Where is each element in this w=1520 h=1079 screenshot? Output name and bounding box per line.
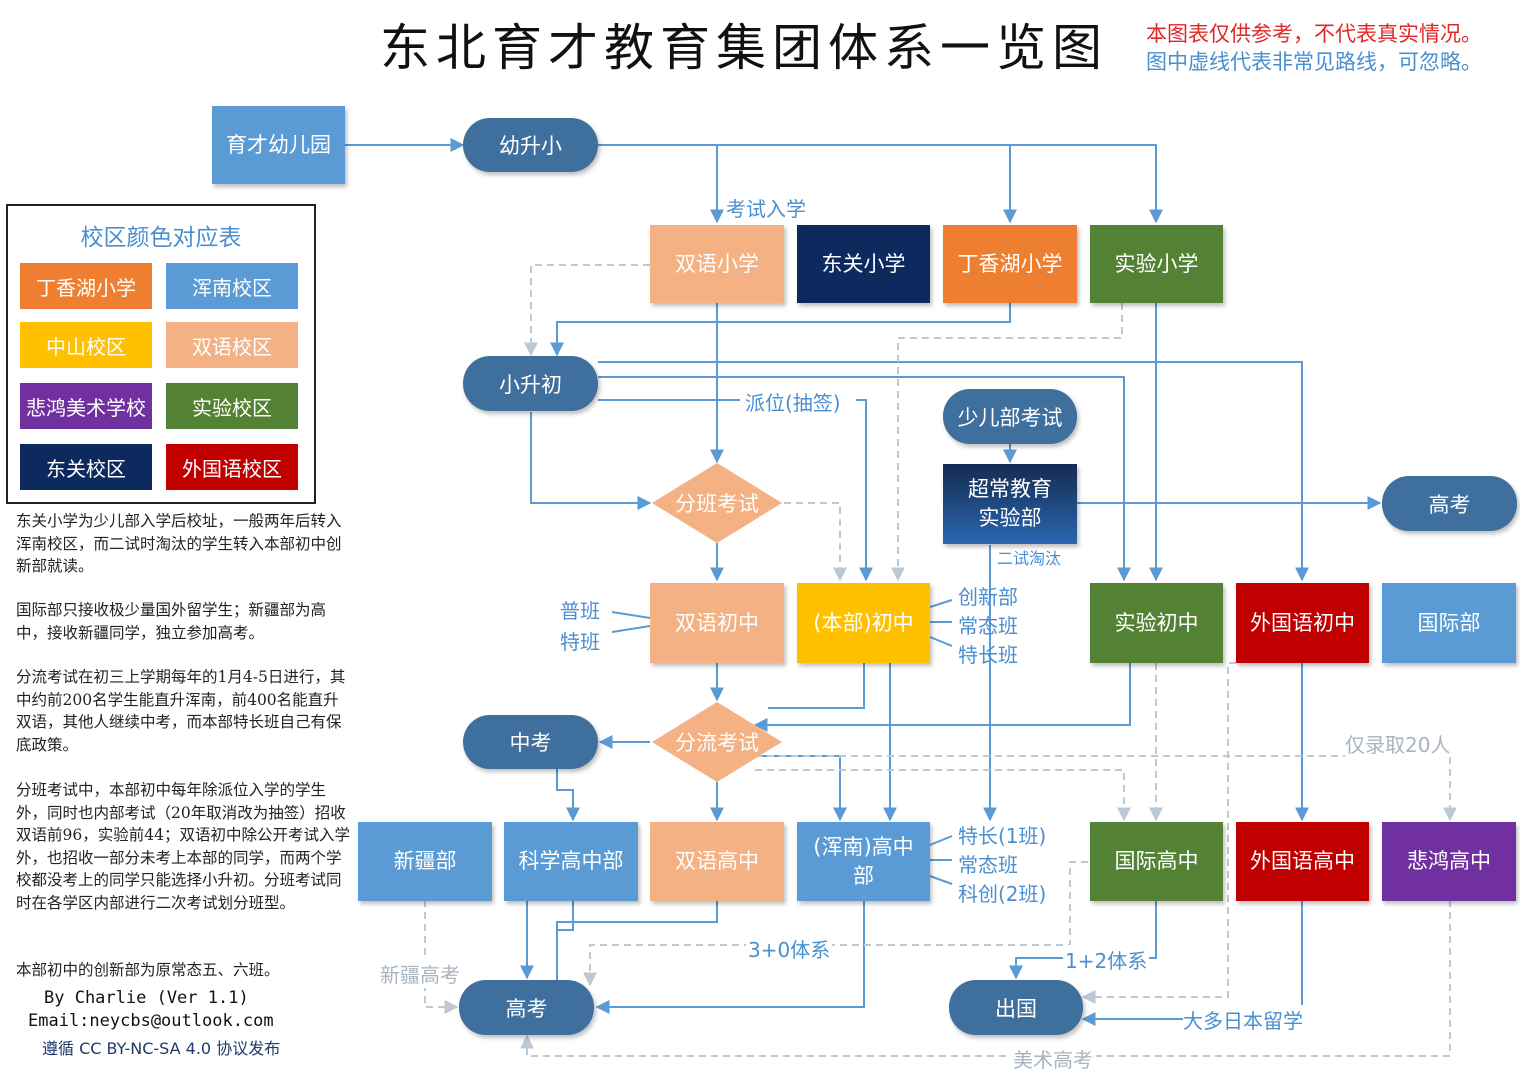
author-credit: By Charlie (Ver 1.1)	[44, 988, 249, 1008]
you-sheng-xiao-node: 幼升小	[463, 118, 598, 172]
benbu-middle-node: (本部)初中	[797, 583, 930, 663]
shiyan-middle-node: 实验初中	[1090, 583, 1223, 663]
chaochang-line2: 实验部	[978, 506, 1042, 530]
system-3-0-label: 3+0体系	[746, 934, 833, 963]
kindergarten-node: 育才幼儿园	[212, 106, 345, 184]
hunnan-high-node: (浑南)高中 部	[797, 822, 930, 901]
study-abroad-node: 出国	[949, 980, 1083, 1035]
dongguan-primary-node: 东关小学	[797, 225, 930, 303]
legend-item-zhongshan: 中山校区	[20, 322, 152, 368]
regular-class-label: 普班	[560, 599, 600, 623]
normal-class-middle-label: 常态班	[958, 614, 1018, 638]
art-gaokao-label: 美术高考	[1010, 1044, 1096, 1073]
legend-item-hunnan: 浑南校区	[166, 263, 298, 309]
legend-item-dongguan: 东关校区	[20, 444, 152, 490]
legend-item-dingxianghu: 丁香湖小学	[20, 263, 152, 309]
fenliu-diamond-shape	[652, 702, 782, 782]
gaokao-bottom-node: 高考	[459, 980, 594, 1035]
hunnan-high-line2: 部	[853, 863, 874, 888]
exam-admission-label: 考试入学	[726, 193, 806, 222]
legend-item-shiyan: 实验校区	[166, 383, 298, 429]
international-high-node: 国际高中	[1090, 822, 1223, 901]
shuangyu-middle-node: 双语初中	[650, 583, 784, 663]
innovation-dept-label: 创新部	[958, 585, 1018, 609]
shaoer-exam-node: 少儿部考试	[943, 389, 1077, 444]
author-email: Email:neycbs@outlook.com	[28, 1011, 274, 1031]
hunnan-high-line1: (浑南)高中	[813, 834, 914, 859]
license-notice: 遵循 CC BY-NC-SA 4.0 协议发布	[42, 1039, 281, 1058]
note-paragraph-5: 本部初中的创新部为原常态五、六班。	[16, 961, 280, 979]
talent-class-1-label: 特长(1班)	[958, 824, 1047, 848]
normal-class-high-label: 常态班	[958, 853, 1018, 877]
legend-item-waiguoyu: 外国语校区	[166, 444, 298, 490]
campus-color-legend: 校区颜色对应表 丁香湖小学 浑南校区 中山校区 双语校区 悲鸿美术学校 实验校区…	[6, 204, 316, 504]
mostly-japan-label: 大多日本留学	[1183, 1005, 1303, 1034]
system-1-2-label: 1+2体系	[1063, 945, 1150, 974]
zhongkao-node: 中考	[463, 715, 598, 769]
chaochang-node: 超常教育 实验部	[943, 464, 1077, 544]
shuangyu-high-node: 双语高中	[650, 822, 784, 901]
note-paragraph-3: 分流考试在初三上学期每年的1月4-5日进行，其中约前200名学生能直升浑南，前4…	[16, 668, 346, 754]
legend-item-shuangyu: 双语校区	[166, 322, 298, 368]
international-dept-node: 国际部	[1382, 583, 1516, 663]
waiguoyu-middle-node: 外国语初中	[1236, 583, 1369, 663]
dingxianghu-primary-node: 丁香湖小学	[943, 225, 1077, 303]
shuangyu-primary-node: 双语小学	[650, 225, 784, 303]
fenliu-exam-label: 分流考试	[675, 731, 759, 755]
only-20-label: 仅录取20人	[1345, 729, 1451, 758]
disclaimer-note: 本图表仅供参考，不代表真实情况。	[1146, 22, 1482, 46]
shiyan-primary-node: 实验小学	[1090, 225, 1223, 303]
special-class-label: 特班	[560, 630, 600, 654]
note-paragraph-1: 东关小学为少儿部入学后校址，一般两年后转入浑南校区，而二试时淘汰的学生转入本部初…	[16, 512, 342, 575]
legend-item-beihong: 悲鸿美术学校	[20, 383, 152, 429]
note-paragraph-2: 国际部只接收极少量国外留学生；新疆部为高中，接收新疆同学，独立参加高考。	[16, 601, 327, 642]
waiguoyu-high-node: 外国语高中	[1236, 822, 1369, 901]
second-exam-elimination-label: 二试淘汰	[997, 549, 1062, 568]
fenban-diamond-shape	[652, 463, 782, 543]
chaochang-line1: 超常教育	[968, 477, 1052, 501]
sci-innovation-2-label: 科创(2班)	[958, 882, 1047, 906]
page-title: 东北育才教育集团体系一览图	[380, 19, 1108, 77]
fenliu-exam-node: 分流考试	[652, 702, 782, 782]
legend-title: 校区颜色对应表	[80, 225, 242, 251]
beihong-high-node: 悲鸿高中	[1382, 822, 1516, 901]
xiao-sheng-chu-node: 小升初	[463, 356, 598, 411]
fenban-exam-node: 分班考试	[652, 463, 782, 543]
dashed-line-note: 图中虚线代表非常见路线，可忽略。	[1146, 50, 1482, 74]
science-high-node: 科学高中部	[504, 822, 638, 901]
talent-class-label: 特长班	[958, 643, 1018, 667]
xinjiang-gaokao-label: 新疆高考	[380, 959, 460, 988]
xinjiang-dept-node: 新疆部	[358, 822, 492, 901]
assignment-lottery-label: 派位(抽签)	[745, 391, 841, 415]
gaokao-right-node: 高考	[1382, 476, 1517, 531]
note-paragraph-4: 分班考试中，本部初中每年除派位入学的学生外，同时也内部考试（20年取消改为抽签）…	[16, 781, 350, 912]
fenban-exam-label: 分班考试	[675, 492, 759, 516]
